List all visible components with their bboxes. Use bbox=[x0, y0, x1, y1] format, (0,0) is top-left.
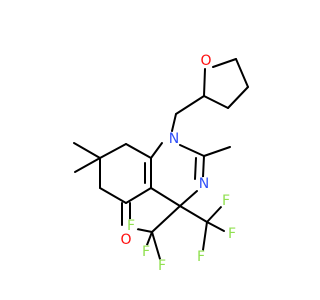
atom-fluorine: F bbox=[197, 249, 205, 265]
atom-label-background bbox=[194, 250, 208, 264]
bond-C-N bbox=[202, 155, 205, 178]
bond-N-C bbox=[179, 144, 205, 157]
atom-label-background bbox=[167, 132, 181, 146]
bond-O-C bbox=[212, 58, 237, 68]
atom-label-background bbox=[197, 177, 211, 191]
bond-C-C bbox=[203, 95, 229, 109]
bond-C-C bbox=[175, 95, 205, 115]
atom-fluorine: F bbox=[142, 244, 150, 260]
atom-nitrogen-3: N bbox=[199, 176, 209, 192]
bond-C-C bbox=[235, 58, 249, 88]
atom-oxygen-ring: O bbox=[200, 53, 211, 69]
atom-fluorine: F bbox=[158, 258, 166, 274]
bond-C-F bbox=[136, 228, 153, 233]
atom-nitrogen-1: N bbox=[169, 131, 179, 147]
bond-C-CH3 bbox=[73, 142, 101, 159]
atom-label-background bbox=[155, 259, 169, 273]
bond-C-C bbox=[99, 143, 127, 159]
atom-oxygen-ketone: O bbox=[120, 232, 131, 248]
bond-C-CF3 bbox=[179, 205, 208, 223]
bond-C-CF3 bbox=[151, 205, 181, 233]
atom-labels: O N N O F F F F F F bbox=[119, 53, 239, 274]
atom-label-background bbox=[199, 54, 213, 68]
bond-C-CH3 bbox=[74, 157, 101, 173]
atom-label-background bbox=[124, 219, 138, 233]
bonds bbox=[73, 58, 249, 260]
bond-C-C bbox=[150, 187, 181, 207]
bond-C-F bbox=[202, 221, 208, 251]
bond-C-C bbox=[99, 187, 127, 204]
bond-C-N bbox=[171, 113, 177, 132]
atom-fluorine: F bbox=[228, 226, 236, 242]
bond-C-C bbox=[227, 86, 249, 109]
bond-C-F bbox=[146, 231, 153, 246]
atom-fluorine: F bbox=[222, 193, 230, 209]
bond-C-C bbox=[125, 143, 152, 159]
bond-C-N-double bbox=[194, 157, 197, 180]
molecule-structure: O N N O F F F F F F bbox=[73, 53, 249, 274]
bond-C-F bbox=[206, 206, 222, 223]
bond-C-F bbox=[151, 231, 161, 260]
atom-fluorine: F bbox=[127, 218, 135, 234]
atom-label-background bbox=[139, 245, 153, 259]
atom-label-background bbox=[219, 194, 233, 208]
bond-C-C bbox=[203, 146, 231, 157]
bond-C-N bbox=[150, 142, 163, 159]
atom-label-background bbox=[225, 227, 239, 241]
bond-C-O bbox=[203, 68, 206, 97]
atom-label-background bbox=[119, 233, 133, 247]
bond-N-C bbox=[179, 190, 198, 207]
bond-C-F bbox=[206, 221, 225, 232]
bond-C-C bbox=[125, 187, 152, 204]
